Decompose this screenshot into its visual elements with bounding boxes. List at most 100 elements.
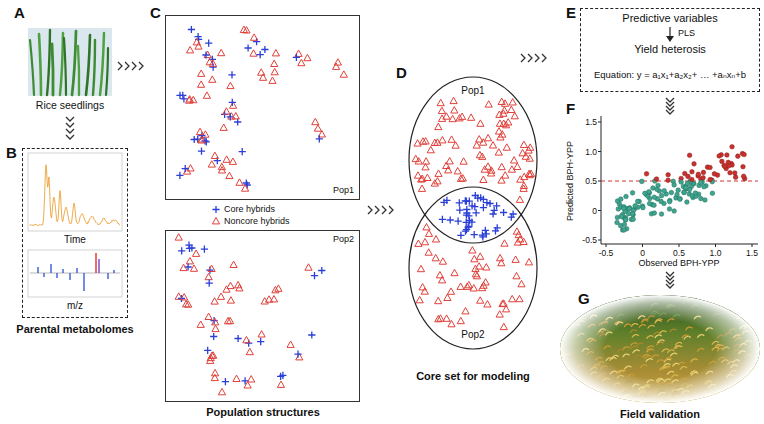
scatter-marker <box>446 158 453 164</box>
scatter-marker <box>435 170 442 176</box>
flow-chevrons <box>666 272 674 288</box>
scatter-marker <box>499 131 506 137</box>
data-point <box>643 191 648 196</box>
data-point <box>741 164 746 169</box>
scatter-marker <box>240 26 247 32</box>
data-point <box>692 162 697 167</box>
photo-background <box>28 28 112 96</box>
spectrum-bar <box>76 268 77 273</box>
data-point <box>701 170 706 175</box>
arrow-shaft <box>669 27 670 37</box>
scatter-marker <box>514 239 521 245</box>
scatter-marker <box>462 308 469 314</box>
scatter-marker <box>269 77 276 83</box>
scatter-marker <box>508 166 515 172</box>
scatter-marker <box>516 295 523 301</box>
scatter-marker <box>195 43 202 49</box>
scatter-marker <box>245 44 252 51</box>
scatter-marker <box>511 112 518 118</box>
legend: Core hybridsNoncore hybrids <box>211 203 290 227</box>
scatter-marker <box>484 163 491 169</box>
data-point <box>652 195 657 200</box>
data-point <box>728 170 733 175</box>
scatter-marker <box>517 176 524 182</box>
scatter-marker <box>491 207 498 214</box>
scatter-marker <box>448 136 455 142</box>
legend-text: Noncore hybrids <box>224 216 290 227</box>
scatter-marker <box>423 158 430 164</box>
scatter-marker <box>212 325 219 331</box>
scatter-marker <box>209 76 216 82</box>
axis-tick <box>606 244 607 247</box>
scatter-marker <box>316 135 323 142</box>
data-point <box>698 180 703 185</box>
scatter-marker <box>244 382 251 388</box>
scatter-marker <box>466 198 473 205</box>
scatter-marker <box>473 142 480 148</box>
data-point <box>627 206 632 211</box>
panel-letter: C <box>150 4 161 22</box>
scatter-marker <box>176 172 183 179</box>
data-point <box>741 174 746 179</box>
chevron <box>139 62 143 70</box>
scatter-marker <box>180 95 187 102</box>
scatter-marker <box>509 295 516 301</box>
scatter-marker <box>437 315 444 321</box>
scatter-marker <box>490 210 497 217</box>
scatter-marker <box>212 369 219 375</box>
scatter-marker <box>447 288 454 294</box>
method-label: PLS <box>678 28 695 39</box>
chevron <box>542 54 546 62</box>
scatter-marker <box>229 158 236 164</box>
chevron <box>66 129 74 133</box>
axis-tick <box>598 151 601 152</box>
seedling-blade <box>78 46 79 95</box>
data-point <box>682 190 687 195</box>
seedling-blade <box>100 33 104 95</box>
scatter-marker <box>479 232 486 239</box>
scatter-marker <box>480 204 487 211</box>
data-point <box>732 171 737 176</box>
data-point <box>631 217 636 222</box>
scatter-marker <box>246 348 253 354</box>
population-scatter <box>175 26 347 395</box>
scatter-panel: Pop1 <box>165 15 360 200</box>
scatter-marker <box>476 263 483 269</box>
panel-caption: Parental metabolomes <box>16 323 133 336</box>
scatter-marker <box>210 333 217 340</box>
scatter-marker <box>434 139 441 145</box>
data-point <box>684 185 689 190</box>
scatter-group <box>175 234 325 395</box>
scatter-marker <box>455 218 462 225</box>
scatter-marker <box>179 92 186 99</box>
seedling-blade <box>86 35 90 95</box>
scatter-marker <box>250 50 257 56</box>
scatter-marker <box>178 247 185 254</box>
scatter-marker <box>232 113 239 119</box>
seedling-blade <box>72 31 76 95</box>
scatter-marker <box>500 323 507 329</box>
prediction-chart <box>598 116 758 247</box>
panel-letter: B <box>6 144 17 162</box>
chromatogram-frame <box>28 153 122 231</box>
scatter-marker <box>202 51 209 58</box>
scatter-marker <box>462 228 469 235</box>
data-point <box>672 183 677 188</box>
scatter-marker <box>459 175 466 181</box>
scatter-marker <box>414 172 421 178</box>
axis-tick-label: 0 <box>640 248 645 258</box>
data-point <box>679 180 684 185</box>
scatter-marker <box>223 108 230 114</box>
scatter-marker <box>432 254 439 260</box>
data-point <box>641 205 646 210</box>
scatter-marker <box>477 253 484 259</box>
scatter-marker <box>180 264 187 270</box>
scatter-marker <box>196 128 203 134</box>
axis-tick-label: -0.5 <box>599 248 614 258</box>
data-point <box>685 200 690 205</box>
scatter-marker <box>500 209 507 216</box>
scatter-marker <box>489 142 496 148</box>
scatter-marker <box>516 196 523 202</box>
scatter-marker <box>526 155 533 161</box>
population-label: Pop1 <box>333 185 354 196</box>
